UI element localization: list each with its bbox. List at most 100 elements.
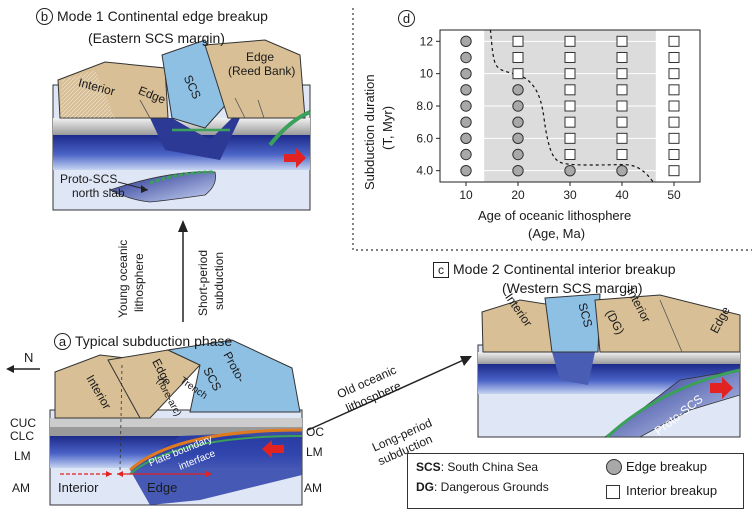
interior-breakup-point: [564, 51, 576, 63]
x-tick-label: 30: [563, 188, 577, 202]
edge-breakup-point: [512, 148, 524, 161]
north-label: N: [24, 350, 34, 365]
interior-breakup-point: [512, 68, 524, 80]
chart-xlabel-2: (Age, Ma): [528, 226, 586, 241]
edge-breakup-point: [460, 164, 472, 177]
panel-d-frame: [352, 8, 752, 251]
interior-breakup-point: [564, 132, 576, 144]
edge-breakup-point: [460, 67, 472, 80]
legend-dg: DG: Dangerous Grounds: [416, 480, 549, 494]
chart-ylabel-2: (T, Myr): [380, 105, 395, 150]
edge-breakup-point: [616, 164, 628, 177]
interior-breakup-point: [668, 68, 680, 80]
interior-breakup-point: [564, 100, 576, 112]
young-label-1: Young oceanic: [116, 239, 130, 318]
panel-b-diagram: [52, 39, 311, 211]
panel-c-subtitle: (Western SCS margin): [502, 280, 643, 296]
interior-breakup-point: [668, 100, 680, 112]
interior-breakup-point: [668, 84, 680, 96]
interior-breakup-point: [564, 35, 576, 47]
young-label-2: lithosphere: [132, 253, 146, 312]
interior-breakup-point: [668, 132, 680, 144]
interior-breakup-point: [564, 116, 576, 128]
edge-breakup-point: [460, 148, 472, 161]
panel-a-letter: a: [54, 333, 71, 350]
layer-oc: OC: [306, 425, 324, 439]
panel-b-subtitle: (Eastern SCS margin): [88, 30, 225, 46]
y-tick-label: 10: [420, 67, 434, 81]
interior-breakup-point: [616, 116, 628, 128]
panel-c-letter: c: [433, 262, 449, 278]
layer-am-right: AM: [304, 481, 322, 495]
chart-ylabel-1: Subduction duration: [362, 74, 377, 190]
short-label-2: subduction: [212, 251, 226, 310]
y-tick-label: 4.0: [416, 164, 433, 178]
legend-interior-label: Interior breakup: [626, 483, 718, 498]
layer-lm-left: LM: [14, 449, 31, 463]
legend-edge-marker: [606, 459, 622, 475]
chart-xlabel-1: Age of oceanic lithosphere: [478, 208, 632, 223]
y-tick-label: 12: [420, 34, 434, 48]
layer-cuc: CUC: [10, 416, 36, 430]
legend-edge-label: Edge breakup: [626, 459, 707, 474]
panel-b-edge2-label: Edge: [246, 50, 275, 64]
interior-breakup-point: [512, 35, 524, 47]
panel-c-diagram: [477, 293, 741, 439]
edge-breakup-point: [512, 132, 524, 145]
layer-am-left: AM: [12, 481, 30, 495]
x-tick-label: 20: [511, 188, 525, 202]
interior-breakup-point: [616, 51, 628, 63]
panel-d-chart: 10 20 30 40 50 4.0 6.0 8.0 10 12: [416, 29, 701, 202]
panel-a-diagram: [6, 339, 303, 506]
legend-interior-marker: [606, 485, 620, 499]
interior-breakup-point: [616, 68, 628, 80]
layer-lm-right: LM: [306, 445, 323, 459]
panel-a-bottom-interior: Interior: [58, 480, 99, 495]
short-label-1: Short-period: [196, 249, 210, 316]
panel-b-slab-label-1: Proto-SCS: [60, 172, 118, 186]
interior-breakup-point: [512, 51, 524, 63]
interior-breakup-point: [616, 132, 628, 144]
edge-breakup-point: [460, 116, 472, 128]
x-tick-label: 10: [459, 188, 473, 202]
legend: SCS: South China Sea DG: Dangerous Groun…: [407, 453, 744, 509]
panel-b-letter: b: [36, 8, 53, 25]
interior-breakup-point: [668, 116, 680, 128]
edge-breakup-point: [460, 35, 472, 48]
interior-breakup-point: [616, 149, 628, 161]
interior-breakup-point: [668, 165, 680, 177]
interior-breakup-point: [668, 35, 680, 47]
interior-breakup-point: [616, 84, 628, 96]
edge-breakup-point: [460, 84, 472, 96]
edge-breakup-point: [512, 84, 524, 96]
transition-arrows: [178, 220, 472, 431]
x-tick-label: 40: [615, 188, 629, 202]
panel-b-reed-label: (Reed Bank): [228, 64, 296, 78]
panel-a-bottom-edge: Edge: [147, 480, 178, 495]
interior-breakup-point: [668, 149, 680, 161]
x-tick-label: 50: [667, 188, 681, 202]
edge-breakup-point: [460, 100, 472, 112]
edge-breakup-point: [512, 100, 524, 112]
y-tick-label: 8.0: [416, 99, 433, 113]
interior-breakup-point: [668, 51, 680, 63]
interior-breakup-point: [616, 100, 628, 112]
edge-breakup-point: [512, 164, 524, 177]
edge-breakup-point: [460, 132, 472, 145]
panel-b-slab-label-2: north slab: [72, 186, 125, 200]
edge-breakup-point: [564, 164, 576, 177]
interior-breakup-point: [564, 84, 576, 96]
y-tick-label: 6.0: [416, 131, 433, 145]
panel-d-letter: d: [398, 10, 415, 27]
interior-breakup-point: [616, 35, 628, 47]
interior-breakup-point: [564, 68, 576, 80]
legend-scs: SCS: South China Sea: [416, 460, 539, 474]
edge-breakup-point: [512, 116, 524, 128]
panel-d-title: d: [398, 10, 419, 27]
interior-breakup-point: [564, 149, 576, 161]
edge-breakup-point: [460, 51, 472, 64]
